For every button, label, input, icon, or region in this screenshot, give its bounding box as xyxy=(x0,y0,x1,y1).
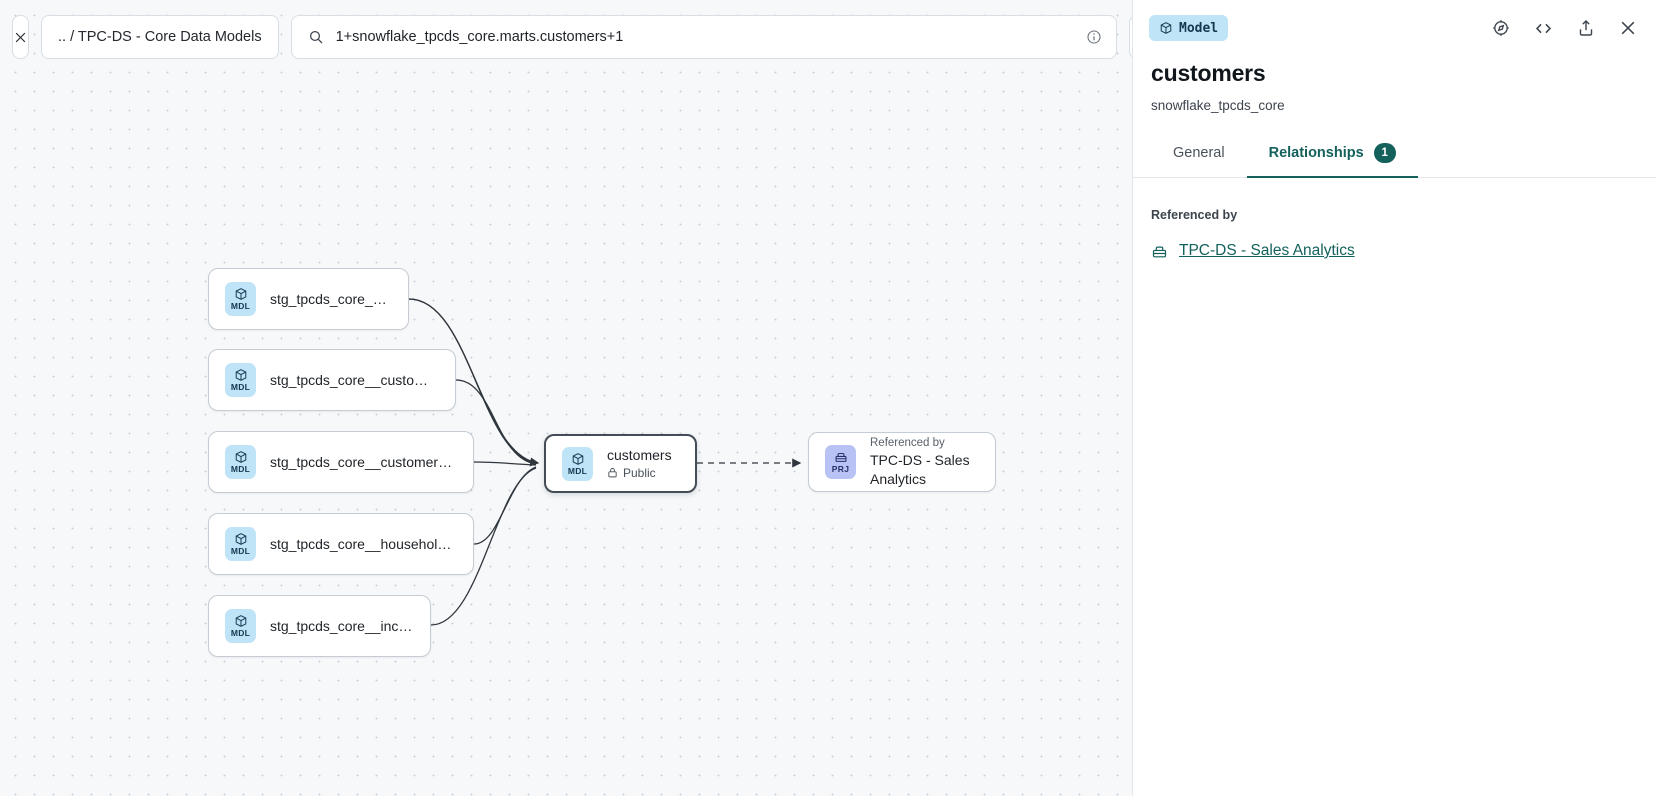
node-label: stg_tpcds_core__customer xyxy=(270,291,392,307)
page-title: customers xyxy=(1151,60,1638,87)
model-chip-label: Model xyxy=(1179,21,1218,36)
cube-icon xyxy=(571,452,585,466)
model-badge: MDL xyxy=(225,609,256,643)
lineage-icon[interactable] xyxy=(1491,18,1511,38)
cube-icon xyxy=(234,532,248,546)
status-badge: 1 xyxy=(1374,143,1396,163)
node-label: stg_tpcds_core__income_band xyxy=(270,618,414,634)
node-access-label: Public xyxy=(623,465,656,481)
node-label: stg_tpcds_core__household_demogr… xyxy=(270,536,457,552)
node-label: stg_tpcds_core__customer_address xyxy=(270,372,439,388)
relationships-content: Referenced by TPC-DS - Sales Analytics xyxy=(1133,178,1656,260)
graph-node[interactable]: MDL stg_tpcds_core__customer_address xyxy=(208,349,456,411)
node-access: Public xyxy=(607,465,672,481)
model-type-chip: Model xyxy=(1149,15,1228,41)
breadcrumb-label: .. / TPC-DS - Core Data Models xyxy=(58,29,262,45)
cube-icon xyxy=(234,614,248,628)
graph-node-selected[interactable]: MDL customers Public xyxy=(544,434,697,493)
cube-icon xyxy=(234,287,248,301)
node-overline: Referenced by xyxy=(870,435,979,451)
model-badge: MDL xyxy=(225,282,256,316)
search-input[interactable]: 1+snowflake_tpcds_core.marts.customers+1 xyxy=(291,15,1117,59)
node-label: stg_tpcds_core__customer_demogra… xyxy=(270,454,457,470)
code-icon[interactable] xyxy=(1533,18,1554,39)
panel-header: customers snowflake_tpcds_core xyxy=(1133,56,1656,113)
panel-actions xyxy=(1491,18,1638,39)
graph-node[interactable]: MDL stg_tpcds_core__household_demogr… xyxy=(208,513,474,575)
referenced-by-link[interactable]: TPC-DS - Sales Analytics xyxy=(1179,242,1355,260)
refresh-button[interactable] xyxy=(1129,15,1132,59)
node-title: customers xyxy=(607,446,672,465)
details-panel: Model customers snowflake_tpcds_core xyxy=(1132,0,1656,796)
badge-text: MDL xyxy=(568,467,587,476)
cube-icon xyxy=(234,450,248,464)
graph-node[interactable]: MDL stg_tpcds_core__income_band xyxy=(208,595,431,657)
tab-label: General xyxy=(1173,145,1225,161)
canvas-toolbar: .. / TPC-DS - Core Data Models 1+snowfla… xyxy=(0,0,1132,74)
cube-icon xyxy=(234,368,248,382)
lineage-canvas[interactable]: MDL stg_tpcds_core__customer MDL stg_tpc… xyxy=(0,0,1132,796)
badge-text: MDL xyxy=(231,629,250,638)
panel-tabs: General Relationships 1 xyxy=(1133,143,1656,178)
close-icon xyxy=(13,30,28,45)
model-badge: MDL xyxy=(225,445,256,479)
project-badge: PRJ xyxy=(825,445,856,479)
search-value: 1+snowflake_tpcds_core.marts.customers+1 xyxy=(336,29,1074,45)
briefcase-icon xyxy=(834,450,848,464)
tab-label: Relationships xyxy=(1269,145,1364,161)
breadcrumb[interactable]: .. / TPC-DS - Core Data Models xyxy=(41,15,279,59)
graph-edges xyxy=(0,0,1132,796)
badge-text: PRJ xyxy=(832,465,849,474)
briefcase-icon xyxy=(1151,243,1168,260)
graph-node-project[interactable]: PRJ Referenced by TPC-DS - Sales Analyti… xyxy=(808,432,996,492)
tab-relationships[interactable]: Relationships 1 xyxy=(1247,143,1418,178)
close-icon[interactable] xyxy=(1618,18,1638,38)
badge-text: MDL xyxy=(231,383,250,392)
list-item[interactable]: TPC-DS - Sales Analytics xyxy=(1151,242,1638,260)
node-title: TPC-DS - Sales Analytics xyxy=(870,451,979,489)
close-lineage-button[interactable] xyxy=(12,15,29,59)
search-icon xyxy=(308,29,324,45)
panel-subtitle: snowflake_tpcds_core xyxy=(1151,98,1638,113)
tab-general[interactable]: General xyxy=(1151,143,1247,178)
model-badge: MDL xyxy=(225,363,256,397)
share-icon[interactable] xyxy=(1576,18,1596,38)
panel-toolbar: Model xyxy=(1133,0,1656,56)
model-badge: MDL xyxy=(225,527,256,561)
graph-node[interactable]: MDL stg_tpcds_core__customer_demogra… xyxy=(208,431,474,493)
lock-icon xyxy=(607,467,618,478)
model-badge: MDL xyxy=(562,447,593,481)
info-icon[interactable] xyxy=(1086,29,1102,45)
badge-text: MDL xyxy=(231,547,250,556)
cube-icon xyxy=(1159,21,1173,35)
graph-node[interactable]: MDL stg_tpcds_core__customer xyxy=(208,268,409,330)
badge-text: MDL xyxy=(231,302,250,311)
referenced-by-heading: Referenced by xyxy=(1151,208,1638,222)
badge-text: MDL xyxy=(231,465,250,474)
